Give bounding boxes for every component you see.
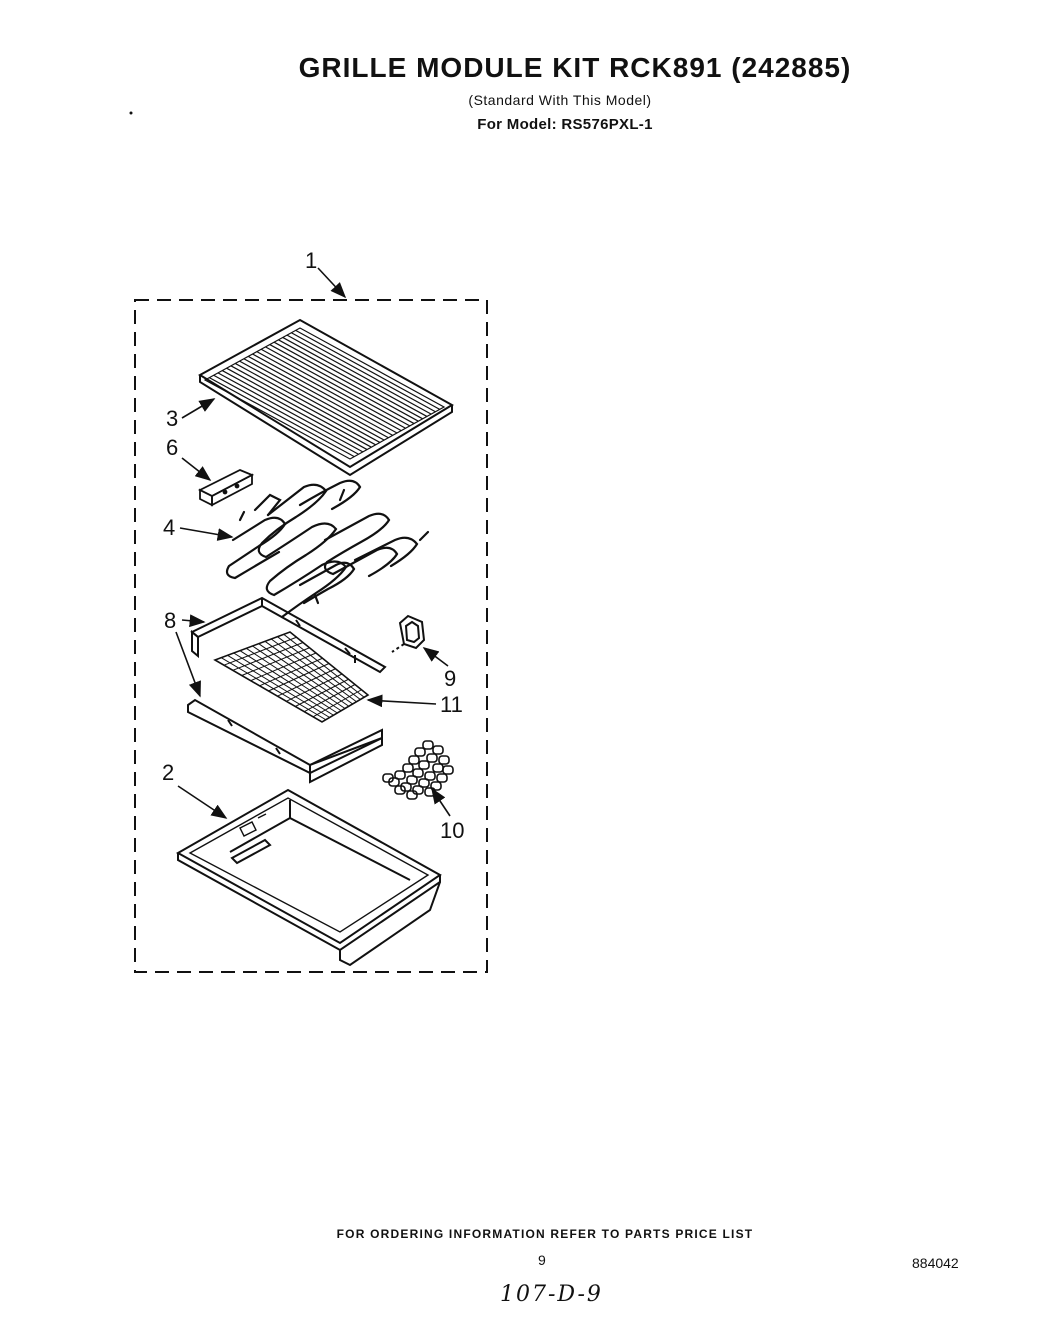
callout-1: 1 [305,248,347,299]
callout-4: 4 [163,515,234,541]
lava-rock [394,785,406,795]
svg-text:6: 6 [166,435,178,460]
lava-rock [382,773,394,783]
callout-6: 6 [166,435,212,481]
callout-9: 9 [422,647,456,691]
ordering-info-note: FOR ORDERING INFORMATION REFER TO PARTS … [336,1227,754,1241]
grate-rib [209,377,355,458]
part-drip-pan [175,788,442,967]
lava-rock [442,765,454,775]
lava-rock [432,745,444,755]
callout-8: 8 [164,608,206,698]
lava-rock [432,763,444,773]
lava-rock [426,753,438,763]
mesh-line [283,633,365,698]
kit-boundary-box [134,299,488,973]
lava-rock [402,763,414,773]
mesh-line [312,689,362,718]
grate-rib [256,351,402,432]
grate-rib [234,362,381,443]
part-frame-lower [187,698,383,784]
grate-rib [273,341,419,422]
grate-rib [230,365,376,446]
svg-text:9: 9 [444,666,456,691]
lava-rock [394,770,406,780]
svg-text:1: 1 [305,248,317,273]
model-number: For Model: RS576PXL-1 [477,116,653,133]
lava-rock [414,747,426,757]
grate-rib [269,344,415,425]
grate-rib [278,339,423,420]
stray-mark [129,111,133,115]
callout-10: 10 [431,787,464,843]
svg-text:11: 11 [440,692,463,717]
part-mesh-screen [213,631,370,723]
grate-rib [252,353,398,434]
lava-rock [412,785,424,795]
grate-rib [286,334,432,415]
document-number: 884042 [912,1255,959,1271]
part-handle [391,614,426,653]
grate-rib [213,374,359,455]
grate-rib [239,360,385,441]
lava-rock [400,782,412,792]
lava-rock [418,760,430,770]
lava-rock [406,790,418,800]
grate-rib [247,355,394,436]
grate-rib [226,367,372,448]
svg-text:3: 3 [166,406,178,431]
grate-rib [221,370,368,451]
grate-rib [260,348,406,429]
lava-rock [406,775,418,785]
page-subtitle: (Standard With This Model) [468,92,652,108]
mesh-line [303,684,356,713]
lava-rock [418,778,430,788]
part-heating-element [225,479,430,619]
part-grille-grate [198,318,454,477]
part-lava-rocks [382,740,454,800]
grate-rib [291,332,436,413]
lava-rock [438,755,450,765]
svg-text:8: 8 [164,608,176,633]
grate-rib [265,346,411,427]
mesh-line [268,663,330,692]
svg-text:10: 10 [440,818,464,843]
callout-3: 3 [166,398,216,431]
handwritten-note: 107-D-9 [500,1282,603,1307]
part-frame-upper [190,596,387,674]
page-title: GRILLE MODULE KIT RCK891 (242885) [298,52,852,83]
callout-11: 11 [366,692,463,717]
svg-text:4: 4 [163,515,175,540]
lava-rock [408,755,420,765]
page-number: 9 [538,1252,546,1268]
callout-2: 2 [162,760,228,819]
grate-rib [295,329,441,410]
grate-rib [217,372,364,453]
part-terminal-block [197,469,255,507]
lava-rock [412,768,424,778]
grate-rib [243,358,389,439]
svg-text:2: 2 [162,760,174,785]
grate-rib [282,336,428,417]
lava-rock [424,771,436,781]
lava-rock [422,740,434,750]
lava-rock [436,773,448,783]
